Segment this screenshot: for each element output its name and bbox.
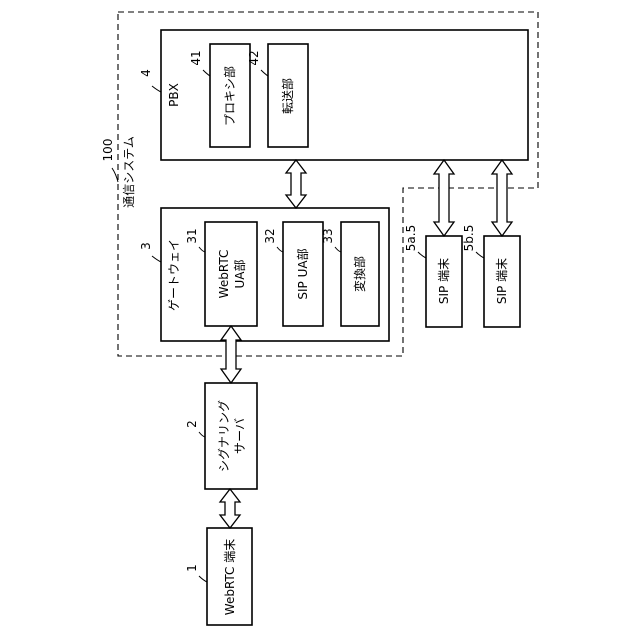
proxy-ref: 41 xyxy=(189,50,203,65)
arrow-signaling-webrtc-terminal xyxy=(220,489,240,528)
sip-terminal-a-ref: 5a.5 xyxy=(404,225,418,251)
signaling-server-label-line2: サーバ xyxy=(233,418,247,454)
converter-label: 変換部 xyxy=(352,256,367,292)
sip-terminal-a-label: SIP 端末 xyxy=(437,258,451,304)
pbx-label: PBX xyxy=(167,83,181,107)
webrtc-ua-ref: 31 xyxy=(185,228,199,243)
proxy-label: プロキシ部 xyxy=(222,66,237,126)
transfer-label: 転送部 xyxy=(280,78,295,114)
webrtc-ua-label-line2: UA部 xyxy=(232,260,247,289)
arrow-pbx-sip-terminal-b xyxy=(492,160,512,236)
arrow-pbx-sip-terminal-a xyxy=(434,160,454,236)
system-label: 通信システム xyxy=(122,136,136,208)
sip-terminal-b-ref-leader xyxy=(476,252,484,258)
pbx-ref-leader xyxy=(152,86,161,92)
sip-ua-label: SIP UA部 xyxy=(295,248,310,299)
webrtc-terminal-ref: 1 xyxy=(185,564,199,572)
system-ref-leader xyxy=(112,168,118,182)
webrtc-terminal-label: WebRTC 端末 xyxy=(223,539,237,615)
system-ref: 100 xyxy=(101,139,115,162)
webrtc-ua-box xyxy=(205,222,257,326)
signaling-server-ref-leader xyxy=(199,432,205,437)
signaling-server-ref: 2 xyxy=(185,420,199,428)
webrtc-ua-label-line1: WebRTC xyxy=(217,250,231,299)
sip-terminal-b-label: SIP 端末 xyxy=(495,258,509,304)
sip-ua-ref: 32 xyxy=(263,228,277,243)
gateway-label: ゲートウェイ xyxy=(167,239,181,311)
sip-terminal-a-ref-leader xyxy=(418,252,426,258)
gateway-ref: 3 xyxy=(139,242,153,250)
gateway-ref-leader xyxy=(152,256,161,262)
transfer-ref: 42 xyxy=(247,50,261,65)
sip-terminal-b-ref: 5b.5 xyxy=(462,225,476,252)
signaling-server-label-line1: シグナリング xyxy=(217,400,231,472)
pbx-ref: 4 xyxy=(139,69,153,77)
arrow-pbx-gateway xyxy=(286,160,306,208)
signaling-server-box xyxy=(205,383,257,489)
converter-ref: 33 xyxy=(321,228,335,243)
webrtc-terminal-ref-leader xyxy=(199,576,207,582)
